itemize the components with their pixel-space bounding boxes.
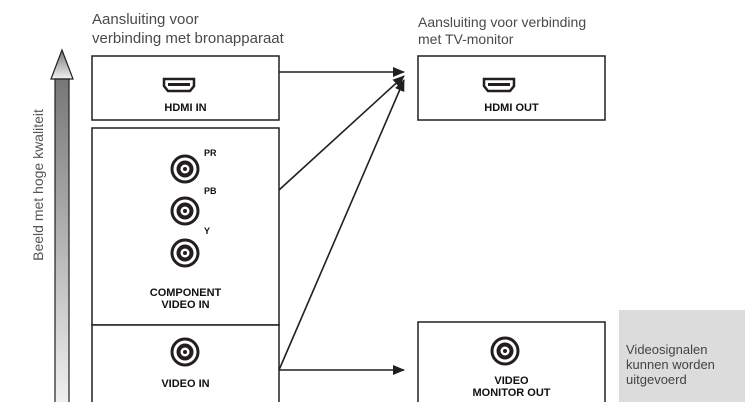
video-to-hdmi-arrow: [278, 79, 405, 371]
pr-label: PR: [204, 148, 217, 158]
hdmi-out-connector-icon: [482, 77, 516, 93]
component-label-line1: COMPONENT: [149, 287, 222, 299]
video-in-label: VIDEO IN: [161, 378, 210, 390]
hdmi-in-label: HDMI IN: [164, 102, 207, 114]
component-video-in-label: COMPONENT VIDEO IN: [92, 287, 279, 311]
legend-text: Videosignalen kunnen worden uitgevoerd: [626, 342, 715, 387]
hdmi-out-label: HDMI OUT: [484, 102, 539, 114]
component-label-line2: VIDEO IN: [161, 299, 210, 311]
quality-arrow: [50, 48, 74, 402]
y-jack-icon: [170, 238, 200, 268]
tv-connection-header: Aansluiting voor verbinding met TV-monit…: [418, 14, 586, 48]
legend-line3: uitgevoerd: [626, 372, 687, 387]
tv-header-line2: met TV-monitor: [418, 31, 514, 47]
signal-arrows: [278, 67, 405, 375]
video-monitor-out-label: VIDEO MONITOR OUT: [418, 375, 605, 399]
video-monitor-out-jack-icon: [490, 336, 520, 366]
source-connection-header: Aansluiting voor verbinding met bronappa…: [92, 10, 284, 48]
monitor-label-line2: MONITOR OUT: [472, 387, 551, 399]
legend-box: Videosignalen kunnen worden uitgevoerd: [619, 310, 745, 402]
source-header-line1: Aansluiting voor: [92, 11, 199, 28]
legend-line1: Videosignalen: [626, 342, 708, 357]
monitor-label-line1: VIDEO: [494, 375, 529, 387]
pb-jack-icon: [170, 196, 200, 226]
tv-header-line1: Aansluiting voor verbinding: [418, 14, 587, 30]
quality-label-text: Beeld met hoge kwaliteit: [30, 109, 46, 261]
y-label: Y: [204, 226, 211, 236]
pr-jack-icon: [170, 154, 200, 184]
component-to-hdmi-arrow: [278, 75, 405, 191]
source-header-line2: verbinding met bronapparaat: [92, 30, 284, 47]
video-in-jack-icon: [170, 337, 200, 367]
legend-line2: kunnen worden: [626, 357, 715, 372]
pb-label: PB: [204, 186, 217, 196]
hdmi-in-connector-icon: [162, 77, 196, 93]
